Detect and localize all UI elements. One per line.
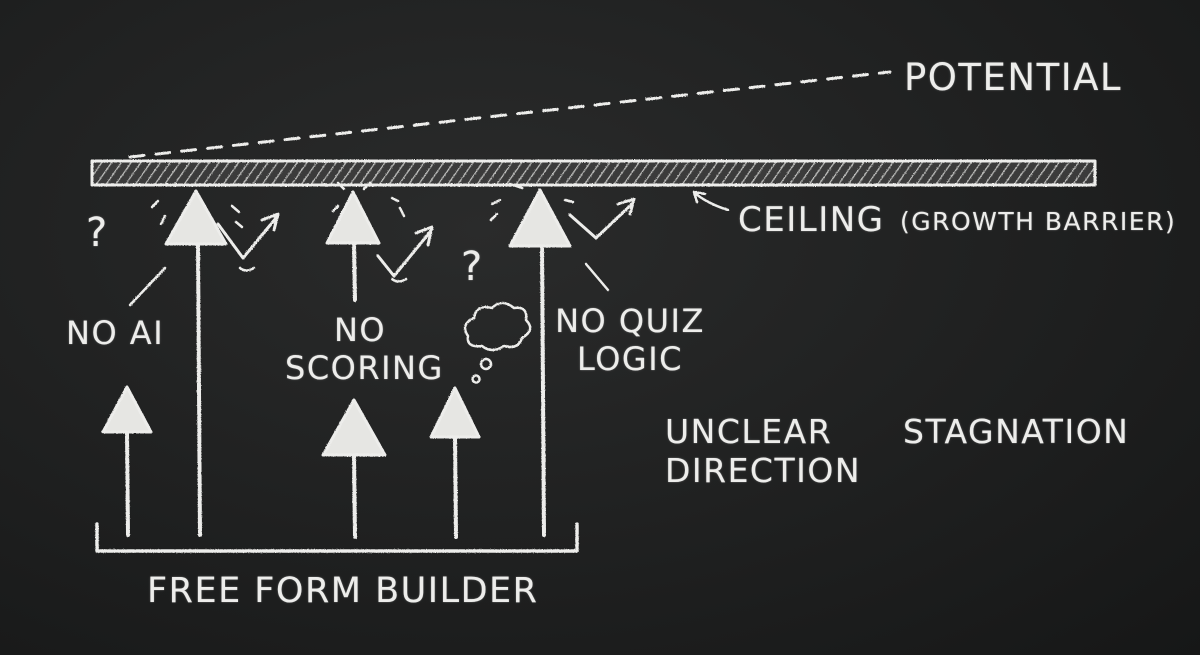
stagnation-label: STAGNATION bbox=[903, 412, 1130, 451]
arrow-small-3 bbox=[429, 386, 481, 539]
ceiling-note: (GROWTH BARRIER) bbox=[900, 207, 1177, 236]
no-scoring-label: NO SCORING bbox=[285, 311, 444, 388]
impact-sparks bbox=[150, 181, 575, 283]
no-quiz-line1: NO QUIZ bbox=[555, 302, 705, 340]
arrow-blocked-3 bbox=[508, 188, 636, 537]
no-quiz-logic-label: NO QUIZ LOGIC bbox=[555, 302, 705, 379]
arrow-blocked-1 bbox=[164, 189, 280, 537]
no-ai-pointer bbox=[128, 266, 167, 307]
unclear-line1: UNCLEAR bbox=[665, 412, 833, 451]
question-mark-middle: ? bbox=[461, 244, 484, 290]
arrow-small-1 bbox=[101, 385, 153, 537]
unclear-line2: DIRECTION bbox=[665, 450, 862, 490]
arrow-small-2 bbox=[321, 398, 387, 539]
potential-label: POTENTIAL bbox=[904, 56, 1123, 99]
thought-cloud-icon bbox=[463, 301, 532, 384]
no-ai-label: NO AI bbox=[66, 314, 165, 352]
base-bracket bbox=[95, 522, 579, 553]
potential-dashed-line bbox=[128, 70, 892, 159]
ceiling-label: CEILING bbox=[738, 200, 885, 240]
unclear-direction-label: UNCLEAR DIRECTION bbox=[665, 412, 862, 491]
no-quiz-pointer bbox=[584, 262, 610, 292]
no-scoring-line1: NO bbox=[333, 311, 387, 349]
ceiling-bar bbox=[90, 159, 1097, 187]
question-mark-left: ? bbox=[86, 210, 109, 256]
no-quiz-line2: LOGIC bbox=[577, 339, 683, 378]
base-label: FREE FORM BUILDER bbox=[147, 571, 539, 611]
no-scoring-line2: SCORING bbox=[285, 348, 444, 387]
ceiling-pointer-arrow bbox=[692, 190, 730, 212]
arrow-blocked-2 bbox=[325, 190, 434, 302]
